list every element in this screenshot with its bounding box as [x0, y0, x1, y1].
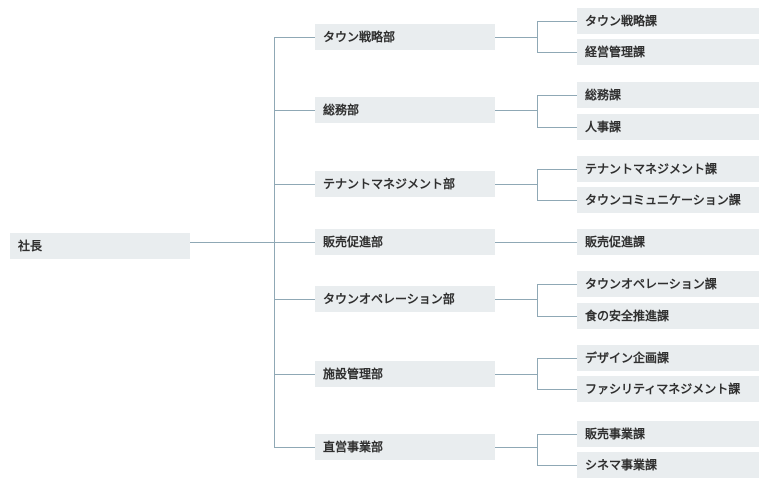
connector-department-branch [495, 299, 537, 300]
department-box: タウン戦略部 [315, 24, 495, 50]
connector-branch [537, 358, 538, 390]
connector-department [274, 374, 315, 375]
connector-section [537, 95, 577, 96]
connector-department [274, 37, 315, 38]
connector-department-branch [495, 447, 537, 448]
connector-branch [537, 434, 538, 466]
connector-branch [537, 21, 538, 53]
department-box: 施設管理部 [315, 361, 495, 387]
section-box: 経営管理課 [577, 39, 759, 65]
department-box: テナントマネジメント部 [315, 171, 495, 197]
department-box: 直営事業部 [315, 434, 495, 460]
section-box: 販売事業課 [577, 421, 759, 447]
department-box: 販売促進部 [315, 229, 495, 255]
section-box: 人事課 [577, 114, 759, 140]
connector-department [274, 184, 315, 185]
connector-branch [537, 95, 538, 128]
section-box: シネマ事業課 [577, 452, 759, 478]
president-box: 社長 [10, 233, 190, 259]
connector-section [537, 358, 577, 359]
connector-section [537, 465, 577, 466]
connector-section [537, 169, 577, 170]
connector-section [537, 316, 577, 317]
connector-department [274, 242, 315, 243]
connector-root [190, 242, 274, 243]
connector-branch [537, 284, 538, 317]
connector-section [537, 200, 577, 201]
connector-department-branch [495, 374, 537, 375]
department-box: タウンオペレーション部 [315, 286, 495, 312]
connector-department [274, 299, 315, 300]
connector-department-branch [495, 184, 537, 185]
section-box: タウンオペレーション課 [577, 271, 759, 297]
connector-section [537, 21, 577, 22]
connector-department-branch [495, 110, 537, 111]
connector-section [537, 284, 577, 285]
connector-section [537, 434, 577, 435]
connector-department [274, 110, 315, 111]
connector-section [537, 389, 577, 390]
connector-section [537, 52, 577, 53]
connector-section [537, 127, 577, 128]
connector-department-branch [495, 37, 537, 38]
connector-department [274, 447, 315, 448]
section-box: ファシリティマネジメント課 [577, 376, 759, 402]
section-box: 総務課 [577, 82, 759, 108]
department-box: 総務部 [315, 97, 495, 123]
connector-section [495, 242, 577, 243]
section-box: 食の安全推進課 [577, 303, 759, 329]
section-box: タウンコミュニケーション課 [577, 187, 759, 213]
section-box: デザイン企画課 [577, 345, 759, 371]
section-box: 販売促進課 [577, 229, 759, 255]
section-box: タウン戦略課 [577, 8, 759, 34]
section-box: テナントマネジメント課 [577, 156, 759, 182]
connector-branch [537, 169, 538, 201]
